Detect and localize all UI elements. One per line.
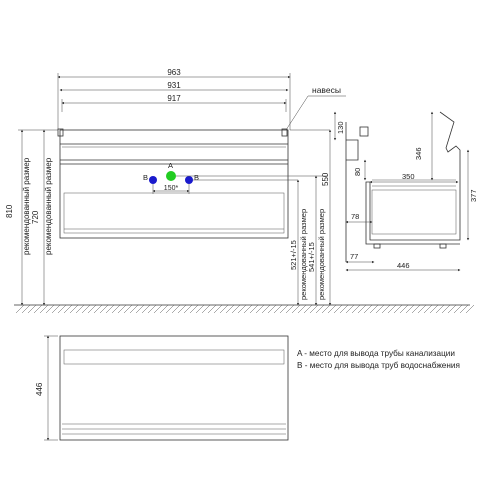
front-width-mid: 931 (167, 81, 181, 90)
legend-a: A - место для вывода трубы канализации (297, 349, 455, 358)
legend: A - место для вывода трубы канализации B… (297, 348, 460, 372)
side-dim-377: 377 (469, 189, 478, 202)
point-b-left-label: B (143, 173, 148, 182)
legend-b: B - место для вывода труб водоснабжения (297, 361, 460, 370)
drain-height-label: рекомендованный размер (317, 209, 326, 300)
water-height-value: 521+/-15 (289, 240, 298, 270)
height-total-label: рекомендованный размер (22, 157, 31, 255)
top-view-depth: 446 (35, 382, 44, 396)
water-outlet-left-marker (149, 176, 157, 184)
side-dim-346: 346 (414, 147, 423, 160)
height-total-value: 810 (5, 204, 14, 218)
side-dim-350: 350 (402, 172, 415, 181)
pipe-height-value: 550 (321, 172, 330, 186)
front-view: 963 931 917 навесы A B B 150* (5, 68, 346, 306)
hinges-label: навесы (312, 85, 341, 95)
side-dim-130: 130 (336, 121, 345, 134)
top-view-outline (59, 335, 289, 441)
height-mount-label: рекомендованный размер (44, 157, 53, 255)
front-width-outer: 963 (167, 68, 181, 77)
top-view: 446 (35, 335, 289, 441)
point-b-right-label: B (194, 173, 199, 182)
water-outlet-right-marker (185, 176, 193, 184)
drain-outlet-marker (166, 171, 176, 181)
pipe-spacing-label: 150* (164, 185, 179, 192)
hinge-left (57, 128, 64, 137)
height-mount-value: 720 (31, 210, 40, 224)
front-cabinet-outline (59, 129, 289, 239)
hinge-right (281, 128, 288, 137)
water-height-label: рекомендованный размер (299, 209, 308, 300)
front-width-inner: 917 (167, 94, 181, 103)
side-view: 130 346 80 350 377 78 77 446 (333, 111, 478, 272)
drain-height-value: 541+/-15 (307, 242, 316, 272)
side-dim-80: 80 (353, 168, 362, 176)
floor-line (14, 304, 475, 314)
side-dim-446: 446 (397, 261, 410, 270)
side-dim-77: 77 (350, 252, 358, 261)
side-dim-78: 78 (351, 212, 359, 221)
point-a-label: A (168, 161, 173, 170)
